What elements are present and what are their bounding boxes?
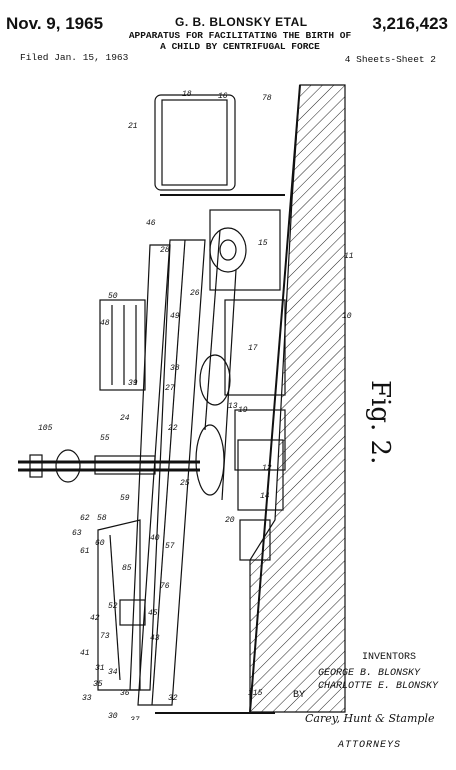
refnum-27: 27 xyxy=(165,384,175,393)
refnum-63: 63 xyxy=(72,529,82,538)
refnum-25: 25 xyxy=(180,479,190,488)
patent-number: 3,216,423 xyxy=(372,14,448,33)
inventor-name-2: CHARLOTTE E. BLONSKY xyxy=(318,681,439,692)
refnum-50: 50 xyxy=(108,292,118,301)
main-beam xyxy=(129,239,206,706)
refnum-45: 45 xyxy=(148,609,158,618)
refnum-16: 16 xyxy=(218,92,228,101)
refnum-52: 52 xyxy=(108,602,118,611)
belt-drive xyxy=(195,227,247,501)
refnum-36: 36 xyxy=(120,689,130,698)
figure-label: Fig. 2. xyxy=(365,380,395,464)
title-line-1: APPARATUS FOR FACILITATING THE BIRTH OF xyxy=(128,30,352,41)
refnum-18: 18 xyxy=(182,90,192,99)
refnum-30: 30 xyxy=(108,712,118,720)
refnum-22: 22 xyxy=(168,424,178,433)
end-walls xyxy=(155,194,285,714)
refnum-46: 46 xyxy=(146,219,156,228)
refnum-39: 39 xyxy=(128,379,138,388)
refnum-61: 61 xyxy=(80,547,90,556)
spindle-assembly xyxy=(18,449,200,483)
refnum-37: 37 xyxy=(130,716,140,720)
refnum-35: 35 xyxy=(93,680,103,689)
refnum-11: 11 xyxy=(344,252,354,261)
patent-date: Nov. 9, 1965 xyxy=(6,14,104,33)
refnum-15: 15 xyxy=(258,239,268,248)
attorneys-label: ATTORNEYS xyxy=(338,740,402,751)
refnum-42: 42 xyxy=(90,614,100,623)
inventor-header: G. B. BLONSKY ETAL xyxy=(175,15,308,29)
refnum-17: 17 xyxy=(248,344,258,353)
attorney-signature: Carey, Hunt & Stample xyxy=(305,712,435,725)
table-with-springs xyxy=(97,299,146,691)
refnum-24: 24 xyxy=(120,414,130,423)
refnum-62: 62 xyxy=(80,514,90,523)
refnum-73: 73 xyxy=(100,632,110,641)
reference-numerals: 21 18 16 78 15 14 19 11 10 46 28 26 27 5… xyxy=(38,90,354,720)
refnum-41: 41 xyxy=(80,649,90,658)
refnum-57: 57 xyxy=(165,542,175,551)
refnum-12: 12 xyxy=(262,464,272,473)
refnum-76: 76 xyxy=(160,582,170,591)
inventor-name-1: GEORGE B. BLONSKY xyxy=(318,668,421,679)
refnum-14: 14 xyxy=(260,492,270,501)
patent-drawing: 21 18 16 78 15 14 19 11 10 46 28 26 27 5… xyxy=(18,84,395,720)
floor-hatching xyxy=(249,84,346,713)
refnum-38: 38 xyxy=(170,364,180,373)
refnum-60: 60 xyxy=(95,539,105,548)
refnum-59: 59 xyxy=(120,494,130,503)
refnum-31: 31 xyxy=(95,664,105,673)
refnum-33: 33 xyxy=(82,694,92,703)
refnum-85: 85 xyxy=(122,564,132,573)
drive-units xyxy=(154,94,286,561)
refnum-32: 32 xyxy=(168,694,178,703)
filed-date: Filed Jan. 15, 1963 xyxy=(20,52,129,63)
refnum-49: 49 xyxy=(170,312,180,321)
refnum-10: 10 xyxy=(342,312,352,321)
refnum-55: 55 xyxy=(100,434,110,443)
refnum-58: 58 xyxy=(97,514,107,523)
refnum-78: 78 xyxy=(262,94,272,103)
refnum-43: 43 xyxy=(150,634,160,643)
refnum-105: 105 xyxy=(38,424,53,433)
refnum-20: 20 xyxy=(225,516,235,525)
title-line-2: A CHILD BY CENTRIFUGAL FORCE xyxy=(160,41,320,52)
refnum-19: 19 xyxy=(238,406,248,415)
by-label: BY xyxy=(293,690,306,701)
refnum-26: 26 xyxy=(190,289,200,298)
refnum-28: 28 xyxy=(160,246,170,255)
refnum-115: 115 xyxy=(248,689,263,698)
refnum-34: 34 xyxy=(108,668,118,677)
inventors-label: INVENTORS xyxy=(362,652,417,663)
refnum-40: 40 xyxy=(150,534,160,543)
sheet-indicator: 4 Sheets-Sheet 2 xyxy=(344,54,436,65)
refnum-13: 13 xyxy=(228,402,238,411)
refnum-21: 21 xyxy=(128,122,138,131)
refnum-48: 48 xyxy=(100,319,110,328)
